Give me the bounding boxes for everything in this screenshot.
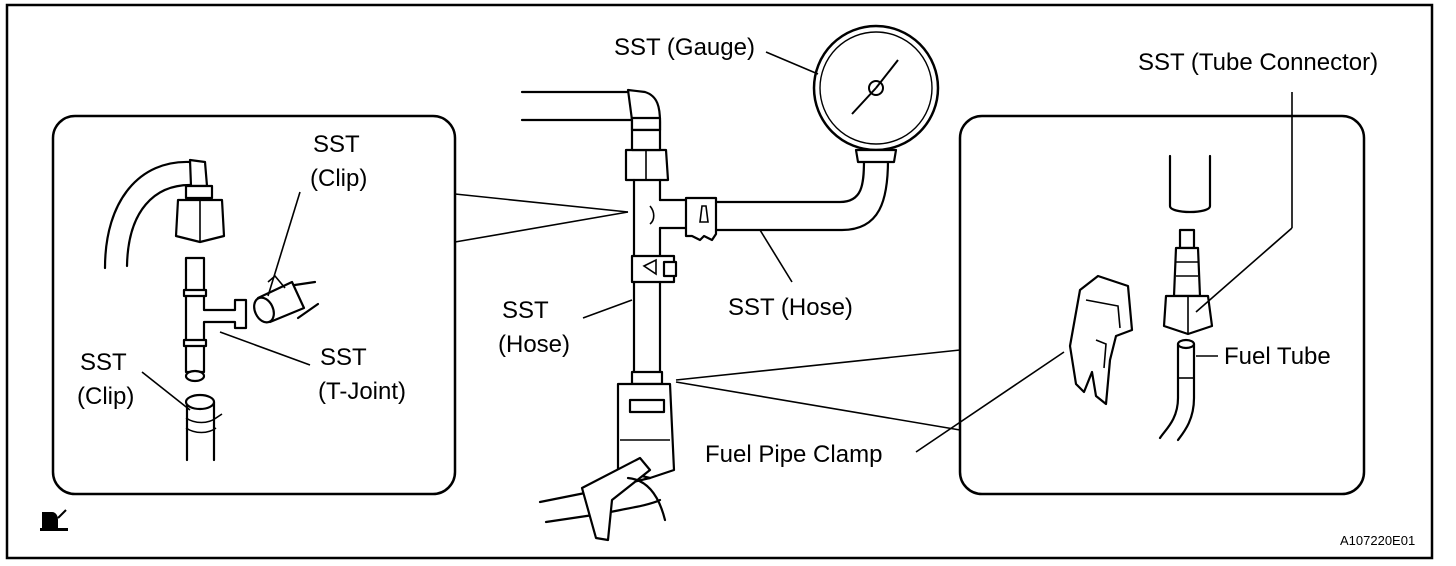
left-detail-panel: SST (Clip) SST (Clip) SST (T-Joint) (51, 114, 457, 496)
pressure-gauge (812, 24, 940, 164)
zoom-line-right-top (675, 349, 961, 381)
label-fuel-tube: Fuel Tube (1224, 343, 1331, 370)
label-sst-clip-bottom-line1: SST (80, 349, 127, 376)
label-sst-clip-top-line2: (Clip) (310, 165, 367, 192)
label-sst-hose-left-line1: SST (502, 297, 549, 324)
service-tool-icon (40, 509, 68, 531)
zoom-line-left-bottom (454, 211, 629, 243)
label-sst-gauge: SST (Gauge) (614, 34, 755, 61)
outer-frame (5, 3, 1434, 560)
zoom-line-left-top (454, 193, 629, 213)
center-assembly: SST (Gauge) SST (Hose) SST (Hose) (498, 24, 940, 542)
zoom-line-right-bottom (675, 381, 961, 431)
label-sst-tube-connector: SST (Tube Connector) (1138, 49, 1378, 76)
right-detail-panel: SST (Tube Connector) Fuel Tube Fuel Pipe… (705, 49, 1378, 496)
label-sst-tjoint-line1: SST (320, 344, 367, 371)
label-sst-clip-bottom-line2: (Clip) (77, 383, 134, 410)
label-sst-hose-right: SST (Hose) (728, 294, 853, 321)
label-fuel-pipe-clamp: Fuel Pipe Clamp (705, 441, 882, 468)
label-sst-hose-left-line2: (Hose) (498, 331, 570, 358)
figure-code: A107220E01 (1340, 533, 1415, 548)
label-sst-tjoint-line2: (T-Joint) (318, 378, 406, 405)
label-sst-clip-top-line1: SST (313, 131, 360, 158)
